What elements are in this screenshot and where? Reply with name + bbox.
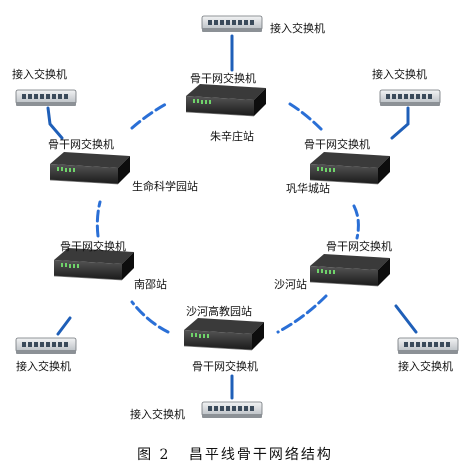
figure-caption: 图 2 昌平线骨干网络结构 xyxy=(0,444,470,464)
backbone-switch-shahe-gaojiao xyxy=(183,317,265,351)
backbone-label-shahe-gaojiao: 骨干网交换机 xyxy=(192,360,258,373)
access-label-bottom: 接入交换机 xyxy=(130,408,185,421)
backbone-switch-shahe xyxy=(309,253,391,287)
backbone-label-zhuxinzhuang: 骨干网交换机 xyxy=(190,72,256,85)
access-label-top: 接入交换机 xyxy=(270,22,325,35)
uplink-upper-left xyxy=(46,106,64,140)
access-label-lower-right: 接入交换机 xyxy=(398,360,453,373)
access-switch-upper-right xyxy=(379,89,441,107)
link-shengming-zhuxinzhuang xyxy=(130,102,168,130)
uplink-lower-right xyxy=(394,304,418,334)
uplink-upper-right xyxy=(390,106,410,140)
backbone-switch-shengming xyxy=(49,151,131,185)
link-gaojiao-nanshao xyxy=(130,300,170,334)
station-label-gonghuacheng: 巩华城站 xyxy=(286,182,330,195)
access-switch-top xyxy=(201,15,263,33)
link-zhuxinzhuang-gonghuacheng xyxy=(288,102,324,132)
access-label-lower-left: 接入交换机 xyxy=(16,360,71,373)
backbone-label-shahe: 骨干网交换机 xyxy=(326,240,392,253)
link-gonghuacheng-shahe xyxy=(352,204,360,240)
backbone-label-nanshao: 骨干网交换机 xyxy=(60,240,126,253)
link-nanshao-shengming xyxy=(95,200,102,238)
access-label-upper-right: 接入交换机 xyxy=(372,68,427,81)
figure-title: 昌平线骨干网络结构 xyxy=(188,447,333,463)
uplink-lower-left xyxy=(56,316,72,336)
backbone-label-gonghuacheng: 骨干网交换机 xyxy=(304,138,370,151)
backbone-switch-gonghuacheng xyxy=(309,151,391,185)
access-label-upper-left: 接入交换机 xyxy=(12,68,67,81)
backbone-label-shengming: 骨干网交换机 xyxy=(48,138,114,151)
station-label-shahe-gaojiao: 沙河高教园站 xyxy=(186,305,252,318)
station-label-shahe: 沙河站 xyxy=(274,278,307,291)
link-shahe-gaojiao xyxy=(276,294,328,334)
station-label-shengming: 生命科学园站 xyxy=(132,180,198,193)
station-label-nanshao: 南邵站 xyxy=(134,278,167,291)
access-switch-lower-left xyxy=(15,337,77,355)
access-switch-bottom xyxy=(201,401,263,419)
station-label-zhuxinzhuang: 朱辛庄站 xyxy=(210,130,254,143)
access-switch-upper-left xyxy=(15,89,77,107)
access-switch-lower-right xyxy=(397,337,459,355)
backbone-switch-zhuxinzhuang xyxy=(185,83,267,117)
figure-number: 图 2 xyxy=(137,447,171,463)
